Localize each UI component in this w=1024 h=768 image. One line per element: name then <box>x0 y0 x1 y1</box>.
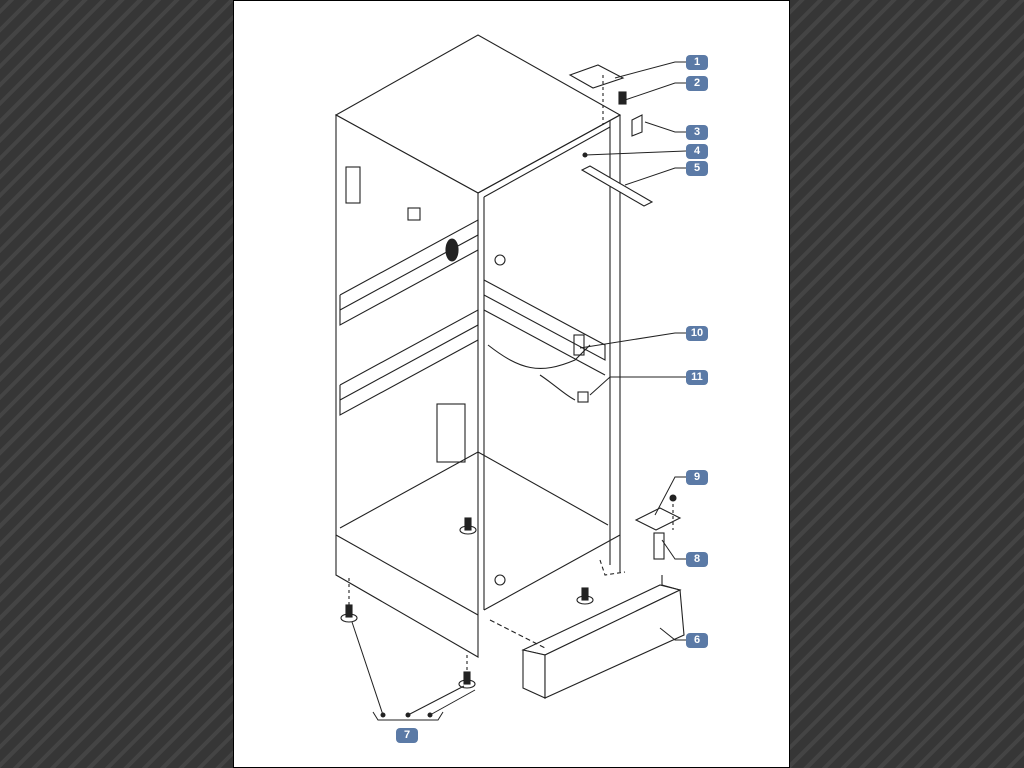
leader-lines <box>351 61 687 721</box>
callout-badge-7: 7 <box>396 728 418 743</box>
callout-badge-2: 2 <box>686 76 708 91</box>
base-plinth <box>489 575 685 699</box>
callout-badge-1: 1 <box>686 55 708 70</box>
top-hardware <box>568 64 654 207</box>
callout-badge-3: 3 <box>686 125 708 140</box>
cabinet-body <box>334 34 622 658</box>
hinge-hardware <box>599 494 682 576</box>
callout-badge-4: 4 <box>686 144 708 159</box>
callout-badge-5: 5 <box>686 161 708 176</box>
callout-badge-10: 10 <box>686 326 708 341</box>
callout-badge-6: 6 <box>686 633 708 648</box>
callout-badge-9: 9 <box>686 470 708 485</box>
callout-badge-8: 8 <box>686 552 708 567</box>
callout-badge-11: 11 <box>686 370 708 385</box>
